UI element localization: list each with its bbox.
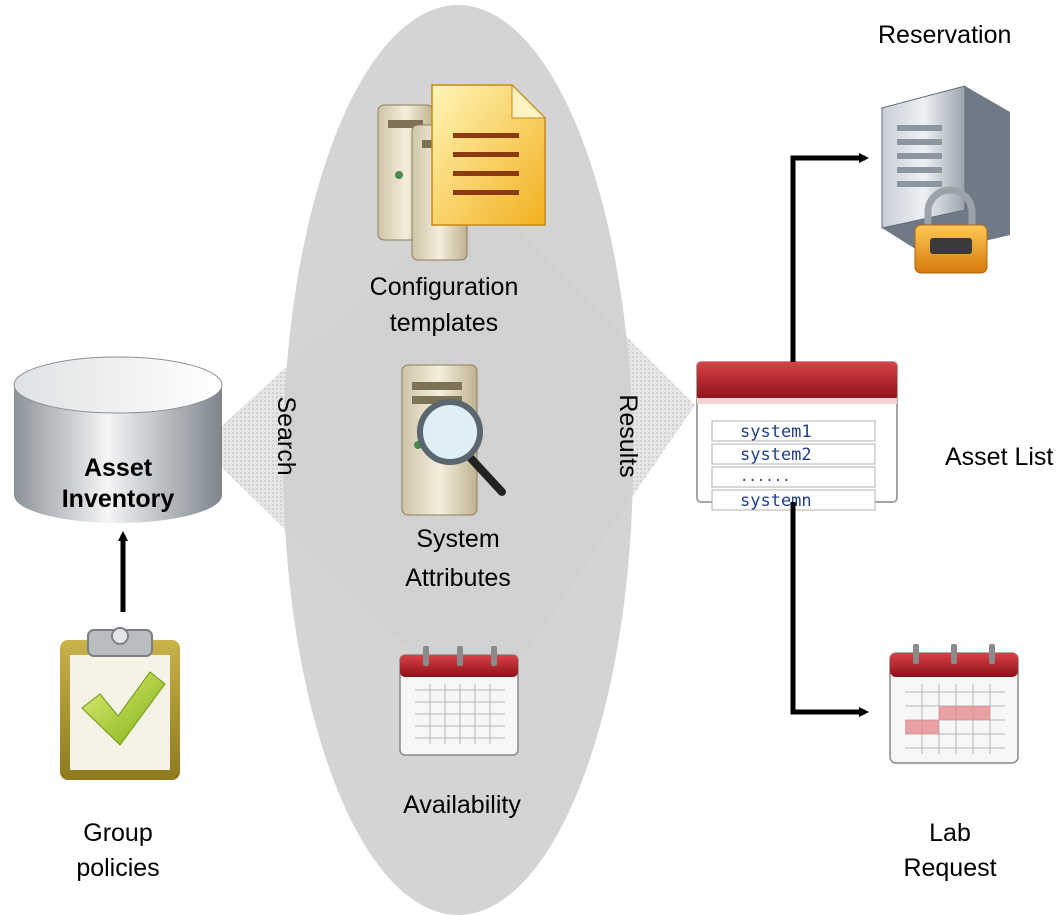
availability-label: Availability [403, 791, 521, 819]
asset-list-label: Asset List [945, 443, 1053, 471]
configuration-label-line1: Configuration [370, 273, 519, 301]
reservation-label: Reservation [878, 21, 1011, 49]
asset-list-window: system1 system2 ...... systemn [696, 361, 898, 511]
system-attributes-icon [401, 364, 506, 516]
reservation-server-lock-icon [881, 85, 1010, 274]
asset-inventory-label-line2: Inventory [62, 485, 175, 513]
asset-list-row-4: systemn [740, 491, 812, 511]
configuration-label-line2: templates [390, 309, 498, 337]
asset-list-to-lab-request-arrow [790, 502, 869, 717]
asset-list-to-reservation-arrow [790, 153, 869, 362]
lab-request-label-line1: Lab [929, 819, 971, 847]
asset-list-row-1: system1 [740, 422, 812, 442]
clipboard-check-icon [60, 627, 180, 780]
asset-list-row-3: ...... [740, 469, 791, 485]
lab-request-calendar-icon [889, 644, 1019, 764]
asset-inventory-database-icon [13, 356, 223, 523]
availability-calendar-icon [399, 646, 519, 756]
results-label: Results [614, 394, 642, 477]
system-attributes-label-line1: System [416, 525, 499, 553]
group-policies-label-line2: policies [76, 854, 159, 882]
configuration-templates-icon [377, 83, 547, 261]
search-label: Search [272, 396, 300, 475]
asset-list-row-2: system2 [740, 445, 812, 465]
asset-inventory-label-line1: Asset [84, 454, 153, 482]
asset-list-rows [711, 420, 876, 511]
group-policies-label-line1: Group [83, 819, 152, 847]
system-attributes-label-line2: Attributes [405, 564, 511, 592]
lab-request-label-line2: Request [903, 854, 996, 882]
